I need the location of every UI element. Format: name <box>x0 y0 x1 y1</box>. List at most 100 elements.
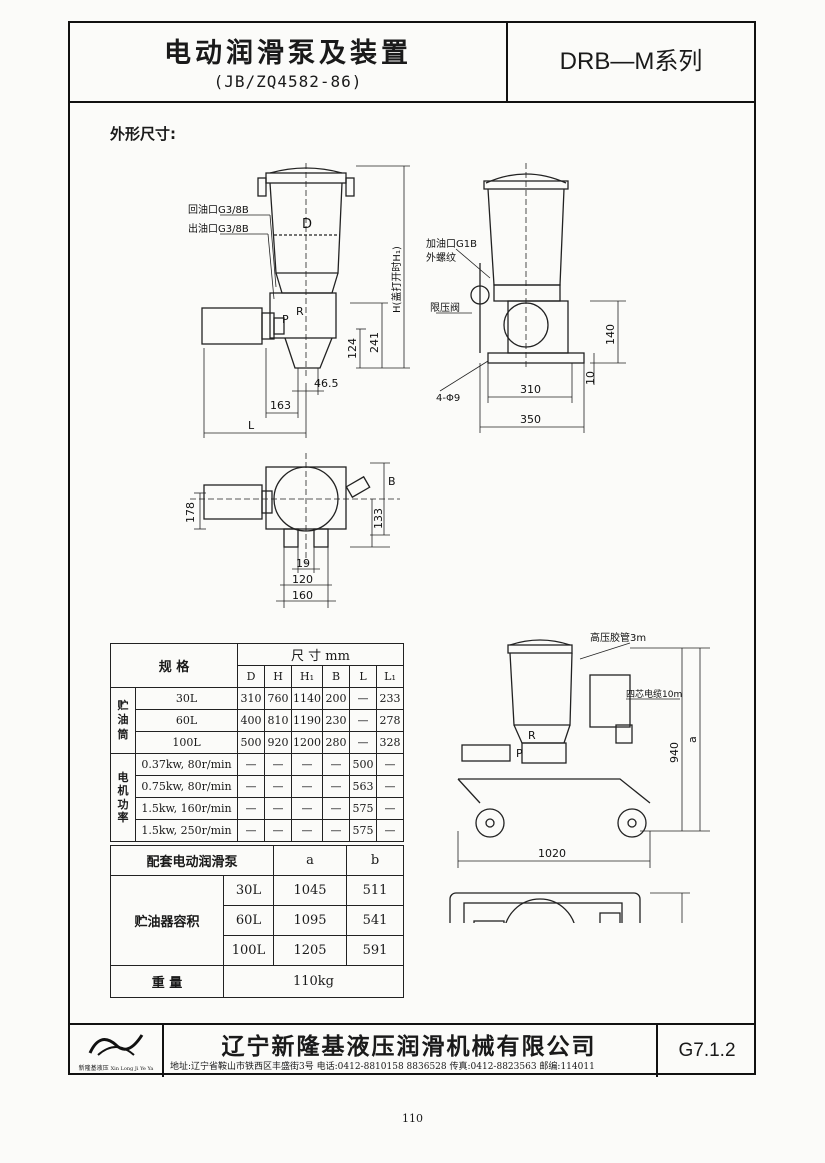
cell: — <box>349 687 377 710</box>
cell: 1200 <box>291 731 323 754</box>
company-name: 辽宁新隆基液压润滑机械有限公司 <box>221 1034 597 1060</box>
dim-120: 120 <box>292 573 313 586</box>
spec-heading: 规 格 <box>110 643 238 688</box>
page-code: G7.1.2 <box>656 1025 756 1077</box>
label-d: D <box>302 217 312 232</box>
pump-heading: 配套电动润滑泵 <box>110 845 274 876</box>
weight-label: 重 量 <box>110 965 224 998</box>
cell: 760 <box>264 687 292 710</box>
cell: — <box>376 753 404 776</box>
footer: 新隆基液压 Xin Long Ji Ye Ya 辽宁新隆基液压润滑机械有限公司 … <box>70 1023 754 1077</box>
cell: — <box>237 775 265 798</box>
cell: — <box>291 797 323 820</box>
row-label: 60L <box>223 905 274 936</box>
bolt-holes-label: 4-Φ9 <box>436 393 460 404</box>
col-h1: H₁ <box>291 665 323 688</box>
cell: 400 <box>237 709 265 732</box>
dim-b: B <box>388 475 396 488</box>
cart-view <box>449 639 710 923</box>
dim-a: a <box>686 736 699 743</box>
dim-140: 140 <box>604 324 617 345</box>
cell: 563 <box>349 775 377 798</box>
cell: — <box>376 797 404 820</box>
return-port-label: 回油口G3/8B <box>188 203 249 216</box>
reservoir-group-char: 贮 <box>117 699 129 713</box>
cell: 541 <box>346 905 404 936</box>
col-l1: L₁ <box>376 665 404 688</box>
company-address: 地址:辽宁省鞍山市铁西区丰盛街3号 电话:0412-8810158 883652… <box>170 1062 595 1072</box>
size-heading: 尺 寸 mm <box>237 643 404 666</box>
cell: — <box>322 819 350 842</box>
front-view <box>201 163 410 438</box>
page-number: 110 <box>402 1112 423 1125</box>
dim-124: 124 <box>346 338 359 359</box>
cell: 575 <box>349 819 377 842</box>
cell: 1140 <box>291 687 323 710</box>
cell: — <box>376 775 404 798</box>
cell: 233 <box>376 687 404 710</box>
row-label: 30L <box>135 687 238 710</box>
col-d: D <box>237 665 265 688</box>
row-label: 30L <box>223 875 274 906</box>
cell: 500 <box>349 753 377 776</box>
col-a: a <box>273 845 347 876</box>
cell: 575 <box>349 797 377 820</box>
cell: 511 <box>346 875 404 906</box>
company-logo: 新隆基液压 Xin Long Ji Ye Ya <box>70 1025 164 1077</box>
col-b: B <box>322 665 350 688</box>
page-frame: 电动润滑泵及装置 (JB/ZQ4582-86) DRB—M系列 外形尺寸: <box>68 21 756 1077</box>
motor-group-char: 机 <box>117 784 129 798</box>
cell: — <box>237 819 265 842</box>
cart-label-p: P <box>516 747 523 760</box>
col-b: b <box>346 845 404 876</box>
label-r: R <box>296 305 304 318</box>
capacity-table: 配套电动润滑泵 a b 贮油器容积 30L 1045 511 60L 1095 … <box>110 845 404 998</box>
motor-group-char: 电 <box>117 771 129 785</box>
row-label: 60L <box>135 709 238 732</box>
logo-text-cn: 新隆基液压 <box>78 1065 109 1072</box>
dim-l: L <box>248 419 255 432</box>
thread-label: 外螺纹 <box>426 251 456 264</box>
dim-350: 350 <box>520 413 541 426</box>
cell: 1190 <box>291 709 323 732</box>
cell: 280 <box>322 731 350 754</box>
label-p: P <box>282 313 289 326</box>
section-title: 外形尺寸: <box>110 125 176 143</box>
dim-46-5: 46.5 <box>314 377 339 390</box>
cell: — <box>237 797 265 820</box>
spec-table: 规 格 尺 寸 mm D H H₁ B L L₁ 贮 油 筒 30L 310 7… <box>110 643 404 842</box>
cell: 310 <box>237 687 265 710</box>
series-name: DRB—M系列 <box>559 48 703 75</box>
logo-text-en: Xin Long Ji Ye Ya <box>110 1066 154 1072</box>
dim-133: 133 <box>372 508 385 529</box>
reservoir-group: 贮 油 筒 <box>110 687 136 754</box>
row-label: 1.5kw, 250r/min <box>135 819 238 842</box>
cell: — <box>291 819 323 842</box>
hose-label: 高压胶管3m <box>590 631 646 644</box>
cell: — <box>349 709 377 732</box>
reservoir-group-char: 油 <box>117 713 129 727</box>
header: 电动润滑泵及装置 (JB/ZQ4582-86) DRB—M系列 <box>70 23 754 103</box>
dim-178: 178 <box>184 502 197 523</box>
drawings: 回油口G3/8B 出油口G3/8B D P R H(盖打开时H₁) 241 12… <box>184 163 710 923</box>
cell: 1205 <box>273 935 347 966</box>
cell: 920 <box>264 731 292 754</box>
dim-1020: 1020 <box>538 847 566 860</box>
reservoir-group-char: 筒 <box>117 727 129 741</box>
cell: — <box>264 819 292 842</box>
standard-number: (JB/ZQ4582-86) <box>213 72 363 91</box>
logo-text: 新隆基液压 Xin Long Ji Ye Ya <box>70 1063 162 1072</box>
cell: 200 <box>322 687 350 710</box>
dim-163: 163 <box>270 399 291 412</box>
cable-label: 四芯电缆10m <box>626 688 682 700</box>
dim-940: 940 <box>668 742 681 763</box>
cell: — <box>291 753 323 776</box>
row-label: 0.37kw, 80r/min <box>135 753 238 776</box>
side-view <box>436 163 626 433</box>
cell: 1045 <box>273 875 347 906</box>
cell: — <box>264 775 292 798</box>
cell: 500 <box>237 731 265 754</box>
row-label: 0.75kw, 80r/min <box>135 775 238 798</box>
cell: — <box>322 753 350 776</box>
cell: — <box>237 753 265 776</box>
